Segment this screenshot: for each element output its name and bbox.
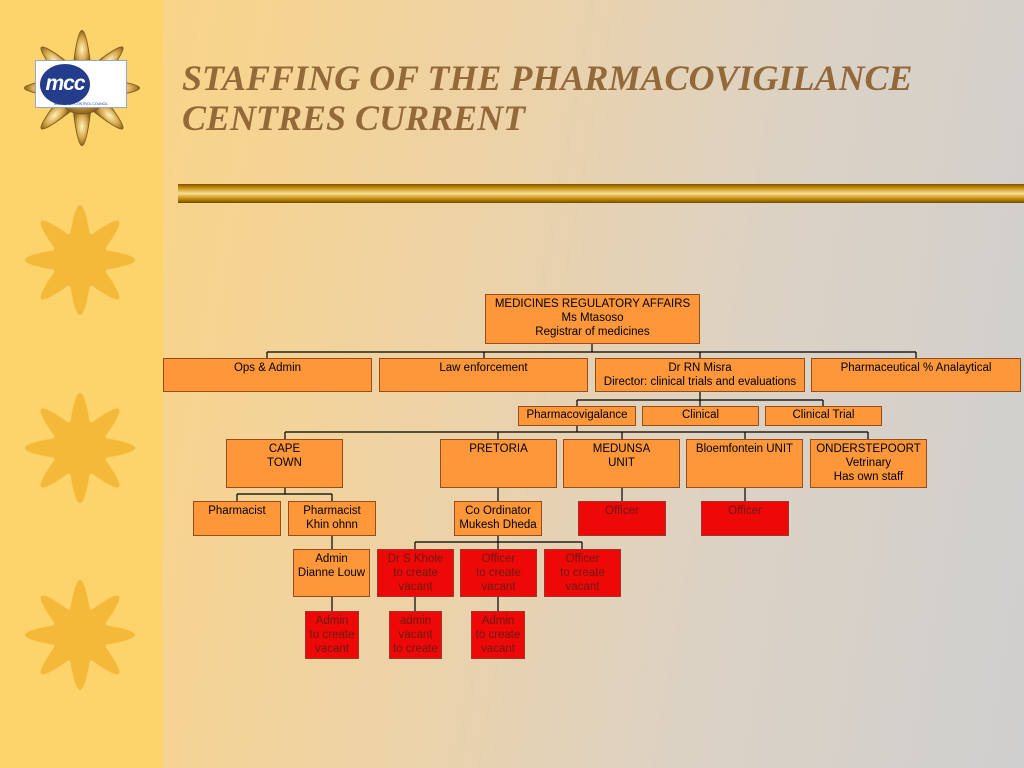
org-node-clinical-trial: Clinical Trial xyxy=(765,406,882,426)
org-node-pretoria: PRETORIA xyxy=(440,439,557,488)
org-node-admin-vacant-officer: Admin to create vacant xyxy=(471,611,525,659)
org-node-pharmacist-khin-ohnn: Pharmacist Khin ohnn xyxy=(288,501,376,536)
sun-icon-1 xyxy=(25,205,135,315)
title-line-1: STAFFING OF THE PHARMACOVIGILANCE xyxy=(182,58,913,98)
org-node-officer-vacant-2: Officer to create vacant xyxy=(544,549,621,597)
org-node-admin-dianne-louw: Admin Dianne Louw xyxy=(293,549,370,597)
org-node-bloemfontein-officer-vacant: Officer xyxy=(701,501,789,536)
org-node-admin-vacant-khole: admin vacant to create xyxy=(389,611,442,659)
org-node-coordinator: Co Ordinator Mukesh Dheda xyxy=(454,501,542,536)
org-node-pharmacovigilance: Pharmacovigalance xyxy=(518,406,636,426)
sun-icon-2 xyxy=(25,393,135,503)
org-node-cape-town: CAPE TOWN xyxy=(226,439,343,488)
sidebar: mcc MEDICINES CONTROL COUNCIL xyxy=(0,0,163,768)
org-node-bloemfontein: Bloemfontein UNIT xyxy=(686,439,803,488)
org-node-director: Dr RN Misra Director: clinical trials an… xyxy=(595,358,805,392)
slide-title: STAFFING OF THE PHARMACOVIGILANCE CENTRE… xyxy=(182,58,913,138)
logo-subtext: MEDICINES CONTROL COUNCIL xyxy=(54,102,109,106)
org-node-medunsa: MEDUNSA UNIT xyxy=(563,439,680,488)
org-node-pharmacist: Pharmacist xyxy=(193,501,281,536)
mcc-logo: mcc MEDICINES CONTROL COUNCIL xyxy=(35,60,127,108)
org-node-ops-admin: Ops & Admin xyxy=(163,358,372,392)
gold-divider-bar xyxy=(178,184,1024,203)
org-node-clinical: Clinical xyxy=(642,406,759,426)
org-node-pharmaceutical-analytical: Pharmaceutical % Analaytical xyxy=(811,358,1021,392)
org-node-medunsa-officer-vacant: Officer xyxy=(578,501,666,536)
org-node-law-enforcement: Law enforcement xyxy=(379,358,588,392)
org-node-dr-s-khole-vacant: Dr S Khole to create vacant xyxy=(377,549,454,597)
org-node-root: MEDICINES REGULATORY AFFAIRS Ms Mtasoso … xyxy=(485,294,700,344)
title-line-2: CENTRES CURRENT xyxy=(182,98,526,138)
org-node-officer-vacant-1: Officer to create vacant xyxy=(460,549,537,597)
sun-icon-3 xyxy=(25,580,135,690)
org-node-onderstepoort: ONDERSTEPOORT Vetrinary Has own staff xyxy=(810,439,927,488)
logo-mark: mcc xyxy=(40,64,90,105)
org-node-admin-vacant-cape: Admin to create vacant xyxy=(305,611,359,659)
